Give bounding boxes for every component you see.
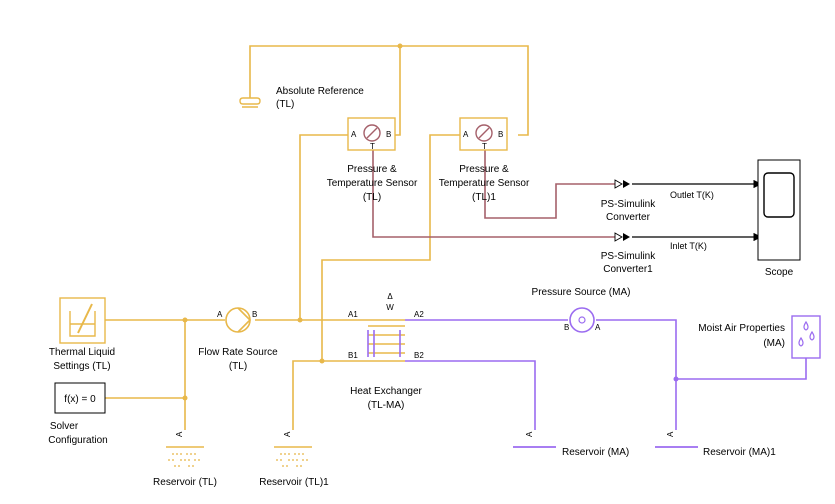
svg-text:T: T <box>482 142 487 151</box>
droplets-icon <box>798 320 815 347</box>
svg-text:W: W <box>386 303 394 312</box>
absolute-reference-sublabel: (TL) <box>276 99 294 110</box>
svg-text:B: B <box>564 323 569 332</box>
svg-text:A: A <box>351 130 357 139</box>
sl-connections <box>632 179 762 242</box>
svg-text:A: A <box>525 431 534 437</box>
signal-label-inlet: Inlet T(K) <box>670 241 707 251</box>
reservoir-tl-label: Reservoir (TL) <box>153 477 217 488</box>
tl-line-sensor-a[interactable] <box>299 134 348 320</box>
pt-sensor-label3: (TL) <box>363 192 381 203</box>
ma-connections <box>405 319 807 430</box>
solver-label2: Configuration <box>48 435 107 446</box>
flow-source-label1: Flow Rate Source <box>198 347 278 358</box>
tl-line-sensor-b[interactable] <box>395 46 401 136</box>
tl-junctions <box>182 43 403 401</box>
tl-settings-label1: Thermal Liquid <box>49 347 115 358</box>
absolute-reference-label: Absolute Reference <box>276 86 364 97</box>
pt-sensor-block[interactable]: A B T <box>347 117 396 151</box>
ps-converter1-label1: PS-Simulink <box>601 251 656 262</box>
heat-exchanger-block[interactable]: A1 A2 B1 B2 Δ W <box>348 292 424 362</box>
svg-text:A: A <box>666 431 675 437</box>
reservoir-ma-label: Reservoir (MA) <box>562 447 629 458</box>
signal-label-outlet: Outlet T(K) <box>670 190 714 200</box>
pt-sensor1-label2: Temperature Sensor <box>439 178 530 189</box>
gauge-icon <box>363 124 381 142</box>
flow-source-label2: (TL) <box>229 361 247 372</box>
ps-converter-label2: Converter <box>606 212 651 223</box>
ps-converter-label1: PS-Simulink <box>601 199 656 210</box>
absolute-reference-block[interactable] <box>239 97 261 108</box>
scope-block[interactable] <box>757 159 801 261</box>
svg-text:B1: B1 <box>348 351 358 360</box>
reservoir-ma1-label: Reservoir (MA)1 <box>703 447 776 458</box>
pt-sensor1-block[interactable]: A B T <box>459 117 508 151</box>
tl-settings-label2: Settings (TL) <box>53 361 110 372</box>
ps-converter1-label2: Converter1 <box>603 264 653 275</box>
svg-text:B: B <box>386 130 391 139</box>
thermal-liquid-settings-block[interactable] <box>59 297 106 344</box>
solver-formula: f(x) = 0 <box>64 394 96 405</box>
gauge-icon <box>475 124 493 142</box>
ma-line-props[interactable] <box>676 358 807 380</box>
svg-text:A2: A2 <box>414 310 424 319</box>
pt-sensor1-label3: (TL)1 <box>472 192 496 203</box>
tl-connections <box>105 45 529 430</box>
ps-line-sensor1-t[interactable] <box>484 150 615 219</box>
svg-text:B: B <box>252 310 257 319</box>
ma-line-ps-a[interactable] <box>596 319 677 430</box>
pressure-source-block[interactable]: B A <box>564 307 601 333</box>
ps-connections <box>372 150 615 238</box>
pt-sensor1-label1: Pressure & <box>459 164 509 175</box>
pump-icon <box>225 307 251 333</box>
heat-exchanger-label1: Heat Exchanger <box>350 386 422 397</box>
reservoir-tl1-block[interactable]: A <box>274 431 312 467</box>
pt-sensor-label1: Pressure & <box>347 164 397 175</box>
svg-text:A1: A1 <box>348 310 358 319</box>
tl-line-b1[interactable] <box>292 360 368 430</box>
scope-screen-icon <box>763 172 795 218</box>
svg-text:B: B <box>498 130 503 139</box>
tl-line-sensor1-a[interactable] <box>321 134 460 361</box>
svg-text:Δ: Δ <box>387 292 393 301</box>
solver-configuration-block[interactable]: f(x) = 0 <box>54 382 106 414</box>
svg-text:B2: B2 <box>414 351 424 360</box>
solver-label1: Solver <box>50 421 79 432</box>
flow-rate-source-block[interactable]: A B <box>217 307 257 333</box>
svg-text:A: A <box>217 310 223 319</box>
pressure-source-icon <box>569 307 595 333</box>
moist-air-label2: (MA) <box>763 338 785 349</box>
svg-text:T: T <box>370 142 375 151</box>
reservoir-tl1-label: Reservoir (TL)1 <box>259 477 329 488</box>
reservoir-tl-block[interactable]: A <box>166 431 204 467</box>
scope-label: Scope <box>765 267 794 278</box>
svg-text:A: A <box>595 323 601 332</box>
heat-exchanger-label2: (TL-MA) <box>368 400 405 411</box>
svg-text:A: A <box>175 431 184 437</box>
moist-air-properties-block[interactable] <box>791 315 821 359</box>
pressure-source-label: Pressure Source (MA) <box>532 287 631 298</box>
ps-converter1-block[interactable] <box>614 232 630 242</box>
moist-air-label1: Moist Air Properties <box>698 323 785 334</box>
ma-line-b2[interactable] <box>405 360 536 430</box>
reservoir-icon <box>276 453 310 467</box>
svg-text:A: A <box>463 130 469 139</box>
reservoir-icon <box>168 453 202 467</box>
reservoir-ma-block[interactable]: A <box>513 431 556 448</box>
ps-line-sensor-t[interactable] <box>372 150 615 238</box>
tl-line-absref[interactable] <box>249 45 529 136</box>
ps-converter-block[interactable] <box>614 179 630 189</box>
svg-text:A: A <box>283 431 292 437</box>
absolute-reference-icon <box>239 97 261 108</box>
pt-sensor-label2: Temperature Sensor <box>327 178 418 189</box>
reservoir-ma1-block[interactable]: A <box>655 431 698 448</box>
